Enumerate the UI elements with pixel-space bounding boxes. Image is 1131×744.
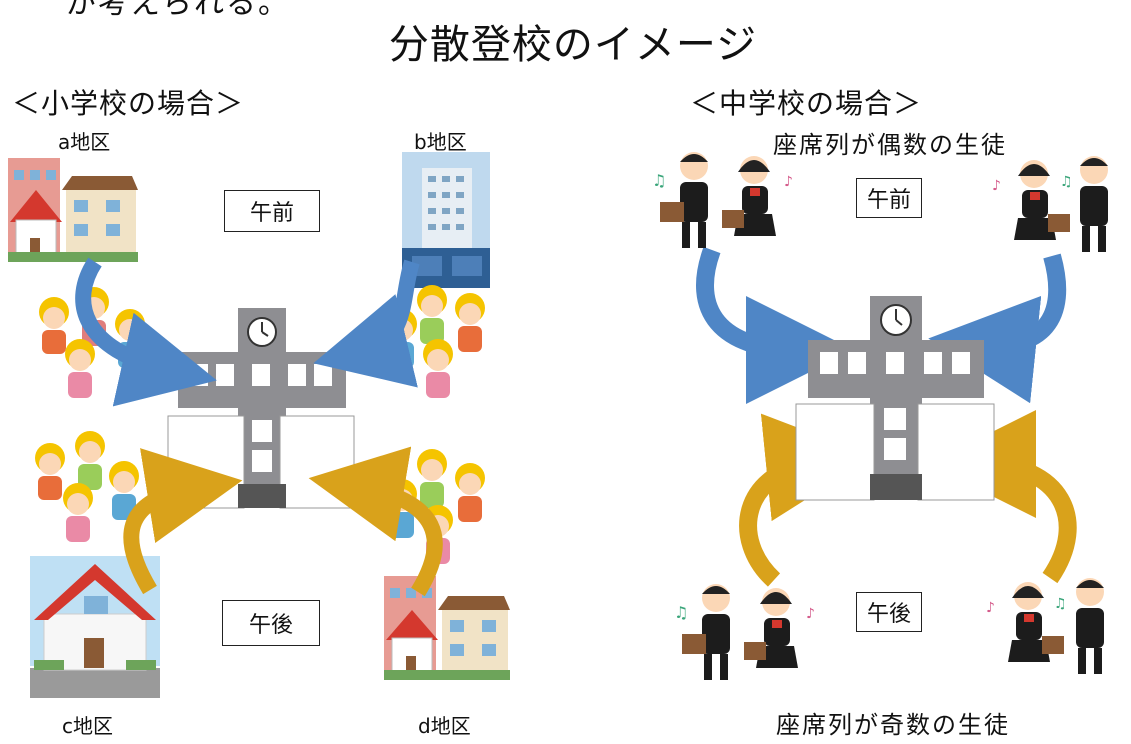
junior-morning-box: 午前 <box>856 178 922 218</box>
district-b-label: b地区 <box>414 130 467 154</box>
arrow-school-to-c <box>123 448 243 595</box>
children-group-c-icon <box>35 431 139 542</box>
svg-text:♪: ♪ <box>992 178 1001 194</box>
top-caption: が考えられる。 <box>66 0 290 21</box>
svg-text:♫: ♫ <box>1054 596 1067 612</box>
junior-high-school-building-icon <box>795 296 995 501</box>
house-d-icon <box>384 576 510 680</box>
svg-text:♫: ♫ <box>1060 174 1073 190</box>
svg-text:♪: ♪ <box>806 606 815 622</box>
office-building-b-icon <box>402 152 490 288</box>
arrow-a-to-school <box>75 257 217 407</box>
students-odd-left-icon: ♫ ♪ <box>674 584 815 680</box>
district-a-label: a地区 <box>58 130 111 154</box>
arrow-odd-right <box>928 410 1077 584</box>
even-seats-label: 座席列が偶数の生徒 <box>760 120 1020 164</box>
svg-text:♫: ♫ <box>652 171 666 190</box>
arrow-school-to-d <box>308 446 443 597</box>
elementary-morning-box: 午前 <box>224 190 320 232</box>
elementary-title: ＜小学校の場合＞ <box>12 87 245 120</box>
junior-high-title: ＜中学校の場合＞ <box>690 87 923 120</box>
svg-text:♫: ♫ <box>674 603 688 622</box>
house-a-icon <box>8 158 138 262</box>
district-d-label: d地区 <box>418 714 471 738</box>
arrow-b-to-school <box>313 259 420 388</box>
junior-afternoon-box: 午後 <box>856 592 922 632</box>
house-c-icon <box>30 556 160 698</box>
students-even-left-icon: ♫ ♪ <box>652 152 793 248</box>
arrow-even-right <box>928 253 1067 404</box>
students-even-right-icon: ♪ ♫ <box>992 156 1108 252</box>
svg-text:♪: ♪ <box>986 600 995 616</box>
arrow-even-left <box>696 246 854 404</box>
students-odd-right-icon: ♪ ♫ <box>986 578 1104 674</box>
svg-text:♪: ♪ <box>784 174 793 190</box>
main-title: 分散登校のイメージ <box>388 12 758 70</box>
district-c-label: c地区 <box>62 714 113 738</box>
elementary-afternoon-box: 午後 <box>222 600 320 646</box>
arrow-odd-left <box>739 413 874 587</box>
odd-seats-label: 座席列が奇数の生徒 <box>766 700 1020 744</box>
